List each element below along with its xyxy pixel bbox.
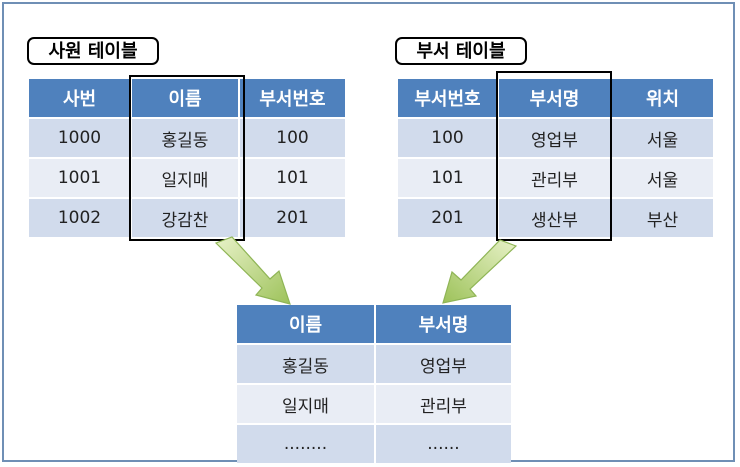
table-cell: 201 <box>238 197 345 237</box>
result-table: 이름 부서명 홍길동 영업부 일지매 관리부 ........ ...... <box>237 305 511 463</box>
table-cell: 서울 <box>610 157 713 198</box>
left-arrow-icon <box>214 236 291 305</box>
table-cell: 관리부 <box>374 383 511 424</box>
employee-name-column-highlight <box>129 75 245 241</box>
table-cell: ...... <box>374 423 511 463</box>
table-cell: 1001 <box>29 157 131 198</box>
table-cell: 201 <box>398 197 498 237</box>
table-cell: 관리부 <box>497 157 611 198</box>
department-header-dept: 부서번호 <box>398 79 498 118</box>
table-row: 100 영업부 서울 <box>398 117 713 158</box>
employee-header-dept: 부서번호 <box>238 79 345 118</box>
employee-header-name: 이름 <box>130 79 239 118</box>
table-row: 홍길동 영업부 <box>237 343 511 384</box>
department-table: 부서번호 부서명 위치 100 영업부 서울 101 관리부 서울 201 생산… <box>398 79 713 237</box>
employee-table-title: 사원 테이블 <box>27 37 159 65</box>
table-row: 1001 일지매 101 <box>29 157 345 198</box>
table-row: ........ ...... <box>237 423 511 463</box>
table-cell: 1000 <box>29 117 131 158</box>
table-row: 101 관리부 서울 <box>398 157 713 198</box>
table-cell: 101 <box>398 157 498 198</box>
right-arrow-icon <box>442 239 518 304</box>
table-cell: 100 <box>238 117 345 158</box>
table-row: 일지매 관리부 <box>237 383 511 424</box>
table-cell: 홍길동 <box>237 343 375 384</box>
table-cell: 홍길동 <box>130 117 239 158</box>
table-cell: 영업부 <box>374 343 511 384</box>
table-cell: 일지매 <box>130 157 239 198</box>
department-header-dept-name: 부서명 <box>497 79 611 118</box>
table-cell: 1002 <box>29 197 131 237</box>
table-cell: 강감찬 <box>130 197 239 237</box>
department-name-column-highlight <box>496 71 612 241</box>
department-table-title: 부서 테이블 <box>395 37 527 65</box>
table-row: 1002 강감찬 201 <box>29 197 345 237</box>
table-cell: 부산 <box>610 197 713 237</box>
table-cell: 생산부 <box>497 197 611 237</box>
table-cell: ........ <box>237 423 375 463</box>
table-cell: 101 <box>238 157 345 198</box>
department-header-location: 위치 <box>610 79 713 118</box>
employee-header-id: 사번 <box>29 79 131 118</box>
table-row: 201 생산부 부산 <box>398 197 713 237</box>
result-header-dept-name: 부서명 <box>374 305 511 344</box>
table-cell: 서울 <box>610 117 713 158</box>
table-cell: 100 <box>398 117 498 158</box>
table-cell: 영업부 <box>497 117 611 158</box>
table-row: 1000 홍길동 100 <box>29 117 345 158</box>
result-header-name: 이름 <box>237 305 375 344</box>
employee-table: 사번 이름 부서번호 1000 홍길동 100 1001 일지매 101 100… <box>29 79 345 237</box>
table-cell: 일지매 <box>237 383 375 424</box>
